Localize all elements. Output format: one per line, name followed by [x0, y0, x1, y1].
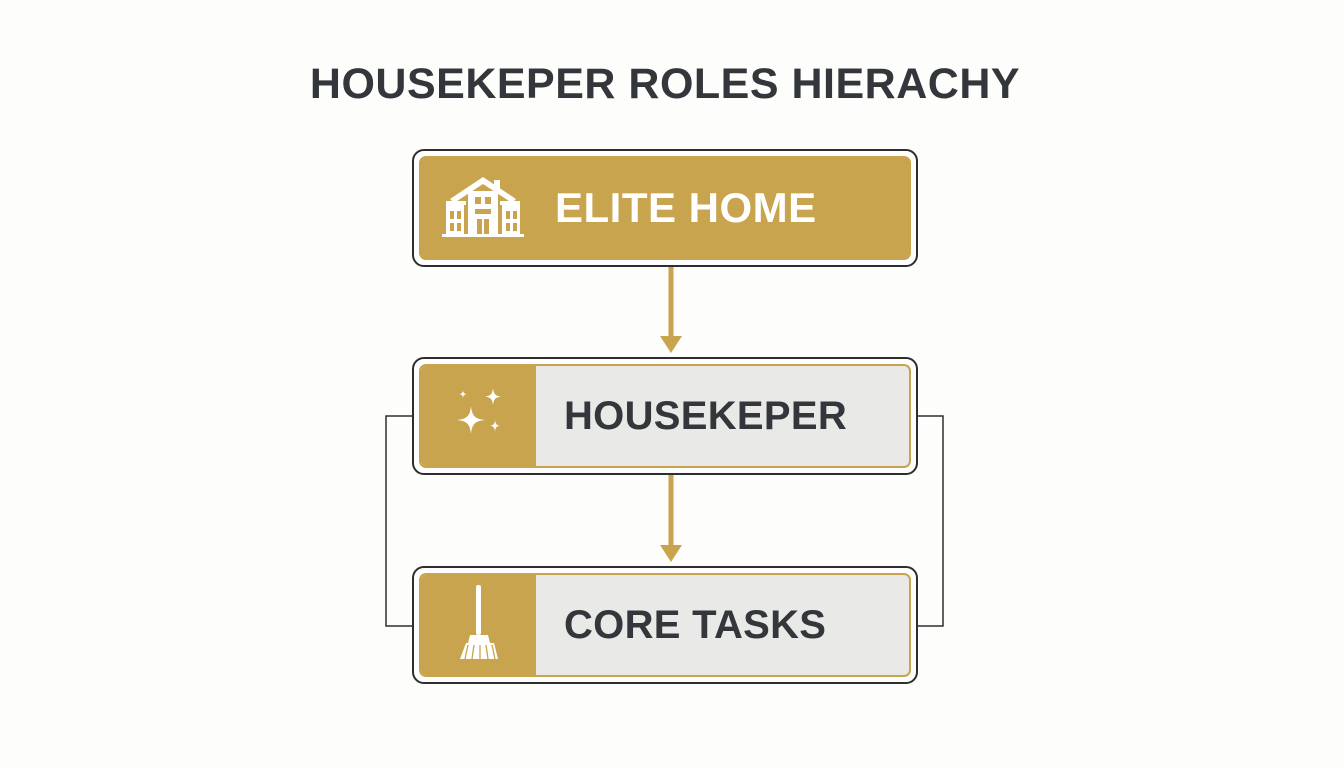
- node-label: HOUSEKEPER: [564, 393, 848, 438]
- right-bracket: [918, 415, 944, 627]
- diagram-title: HOUSEKEPER ROLES HIERACHY: [309, 60, 1021, 108]
- node-core-tasks: CORE TASKS: [412, 566, 918, 684]
- broom-icon: [454, 583, 504, 668]
- sparkles-icon: [449, 384, 509, 449]
- left-bracket: [385, 415, 412, 627]
- node-label: CORE TASKS: [564, 602, 827, 647]
- arrow-housekeeper-to-tasks: [660, 475, 682, 562]
- house-icon: [442, 175, 524, 242]
- arrow-elite-to-housekeeper: [660, 267, 682, 353]
- node-housekeeper: HOUSEKEPER: [412, 357, 918, 475]
- node-label: ELITE HOME: [555, 184, 817, 231]
- node-elite-home: ELITE HOME: [412, 149, 918, 267]
